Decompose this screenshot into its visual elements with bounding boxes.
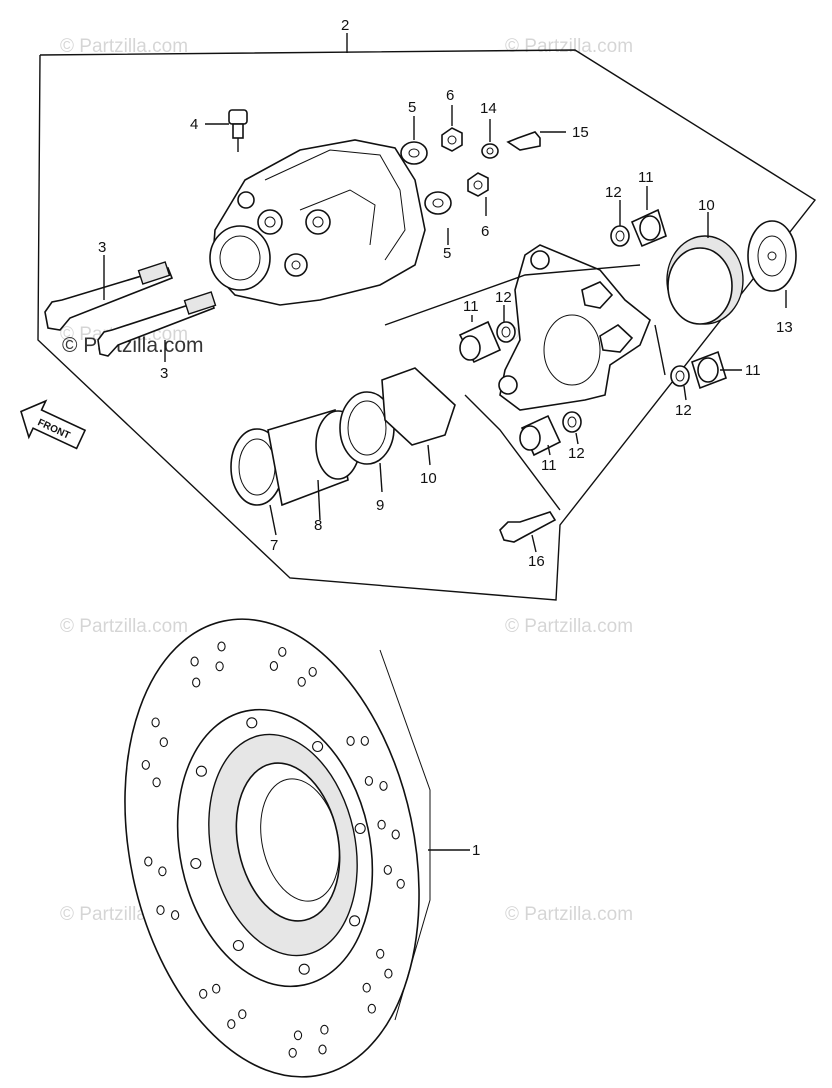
watermark: © Partzilla.com [505,36,633,57]
caliper-body [209,139,426,306]
disc-hole [199,988,208,999]
disc-hole [297,676,306,687]
front-arrow: FRONT [20,399,87,450]
disc-hole [384,968,393,979]
pad-and-cap [666,212,797,325]
caliper-bracket [384,244,666,511]
callout-6b: 6 [481,223,489,240]
disc-hole [367,1003,376,1014]
callout-10b: 10 [698,197,715,214]
bushings [458,186,742,457]
disc-bolt-hole [246,717,258,729]
callout-6a: 6 [446,87,454,104]
callout-12a: 12 [495,289,512,306]
disc-hole [227,1019,236,1030]
disc-hole [158,866,167,877]
disc-holes [141,641,405,1058]
disc-hole [238,1009,247,1020]
disc-hole [318,1044,327,1055]
callout-5a: 5 [408,99,416,116]
disc-hole [364,775,374,786]
disc-hole [269,661,279,671]
callout-3b: 3 [160,365,168,382]
washers-nuts [400,105,566,245]
disc-hole [383,864,392,875]
disc-hole [360,735,369,746]
watermark: © Partzilla.com [60,616,188,637]
callout-12c: 12 [605,184,622,201]
disc-hole [190,656,199,667]
callout-7: 7 [270,537,278,554]
callout-2: 2 [341,17,349,34]
disc-hole [346,736,355,746]
disc-hole [293,1030,303,1041]
callout-14: 14 [480,100,497,117]
disc-hole [144,856,153,867]
callout-12d: 12 [675,402,692,419]
disc-hole [159,737,168,748]
disc-bolt-hole [349,915,361,927]
callout-8: 8 [314,517,322,534]
disc-bolt-hole [195,765,207,777]
disc-bolt-hole [232,939,244,952]
watermark: © Partzilla.com [505,904,633,925]
caliper-bolts [44,255,217,362]
disc-hole [362,982,371,993]
assembly-frame [37,33,817,601]
disc-hole [320,1024,329,1035]
watermark: © Partzilla.com [505,616,633,637]
callout-10a: 10 [420,470,437,487]
piston-stack [230,367,456,536]
callout-11b: 11 [541,457,557,474]
disc-hole [156,905,165,916]
bracket-bolt [499,511,557,553]
callout-11c: 11 [638,169,654,186]
disc-hole [217,641,226,652]
disc-hole [391,829,400,840]
callout-12b: 12 [568,445,585,462]
disc-hole [377,819,386,830]
callout-4: 4 [190,116,198,133]
disc-hole [141,759,150,770]
disc-hole [151,717,160,728]
disc-hole [212,983,221,994]
disc-hole [170,910,180,921]
disc-bolt-hole [354,822,366,835]
disc-bolt-hole [298,963,310,975]
callout-9: 9 [376,497,384,514]
disc-hole [288,1047,297,1058]
disc-hole [376,948,385,959]
disc-bolt-hole [312,740,324,753]
disc-hole [215,661,224,672]
callout-15: 15 [572,124,589,141]
callout-13: 13 [776,319,793,336]
callout-11a: 11 [463,298,479,315]
disc-hole [278,646,287,657]
disc-hole [396,878,405,889]
watermark: © Partzilla.com [60,36,188,57]
callout-16: 16 [528,553,545,570]
callout-labels: 2 1 3 3 4 5 5 6 6 7 8 9 10 10 11 11 11 1… [98,17,793,859]
disc-hole [152,777,161,788]
disc-hole [379,780,388,791]
disc-hole [192,677,201,688]
callout-5b: 5 [443,245,451,262]
brake-disc [124,618,470,1078]
callout-11d: 11 [745,362,761,379]
callout-3: 3 [98,239,106,256]
disc-hole [308,666,317,677]
disc-bolt-hole [190,857,202,870]
bleed-valve [205,109,248,152]
callout-1: 1 [472,842,480,859]
